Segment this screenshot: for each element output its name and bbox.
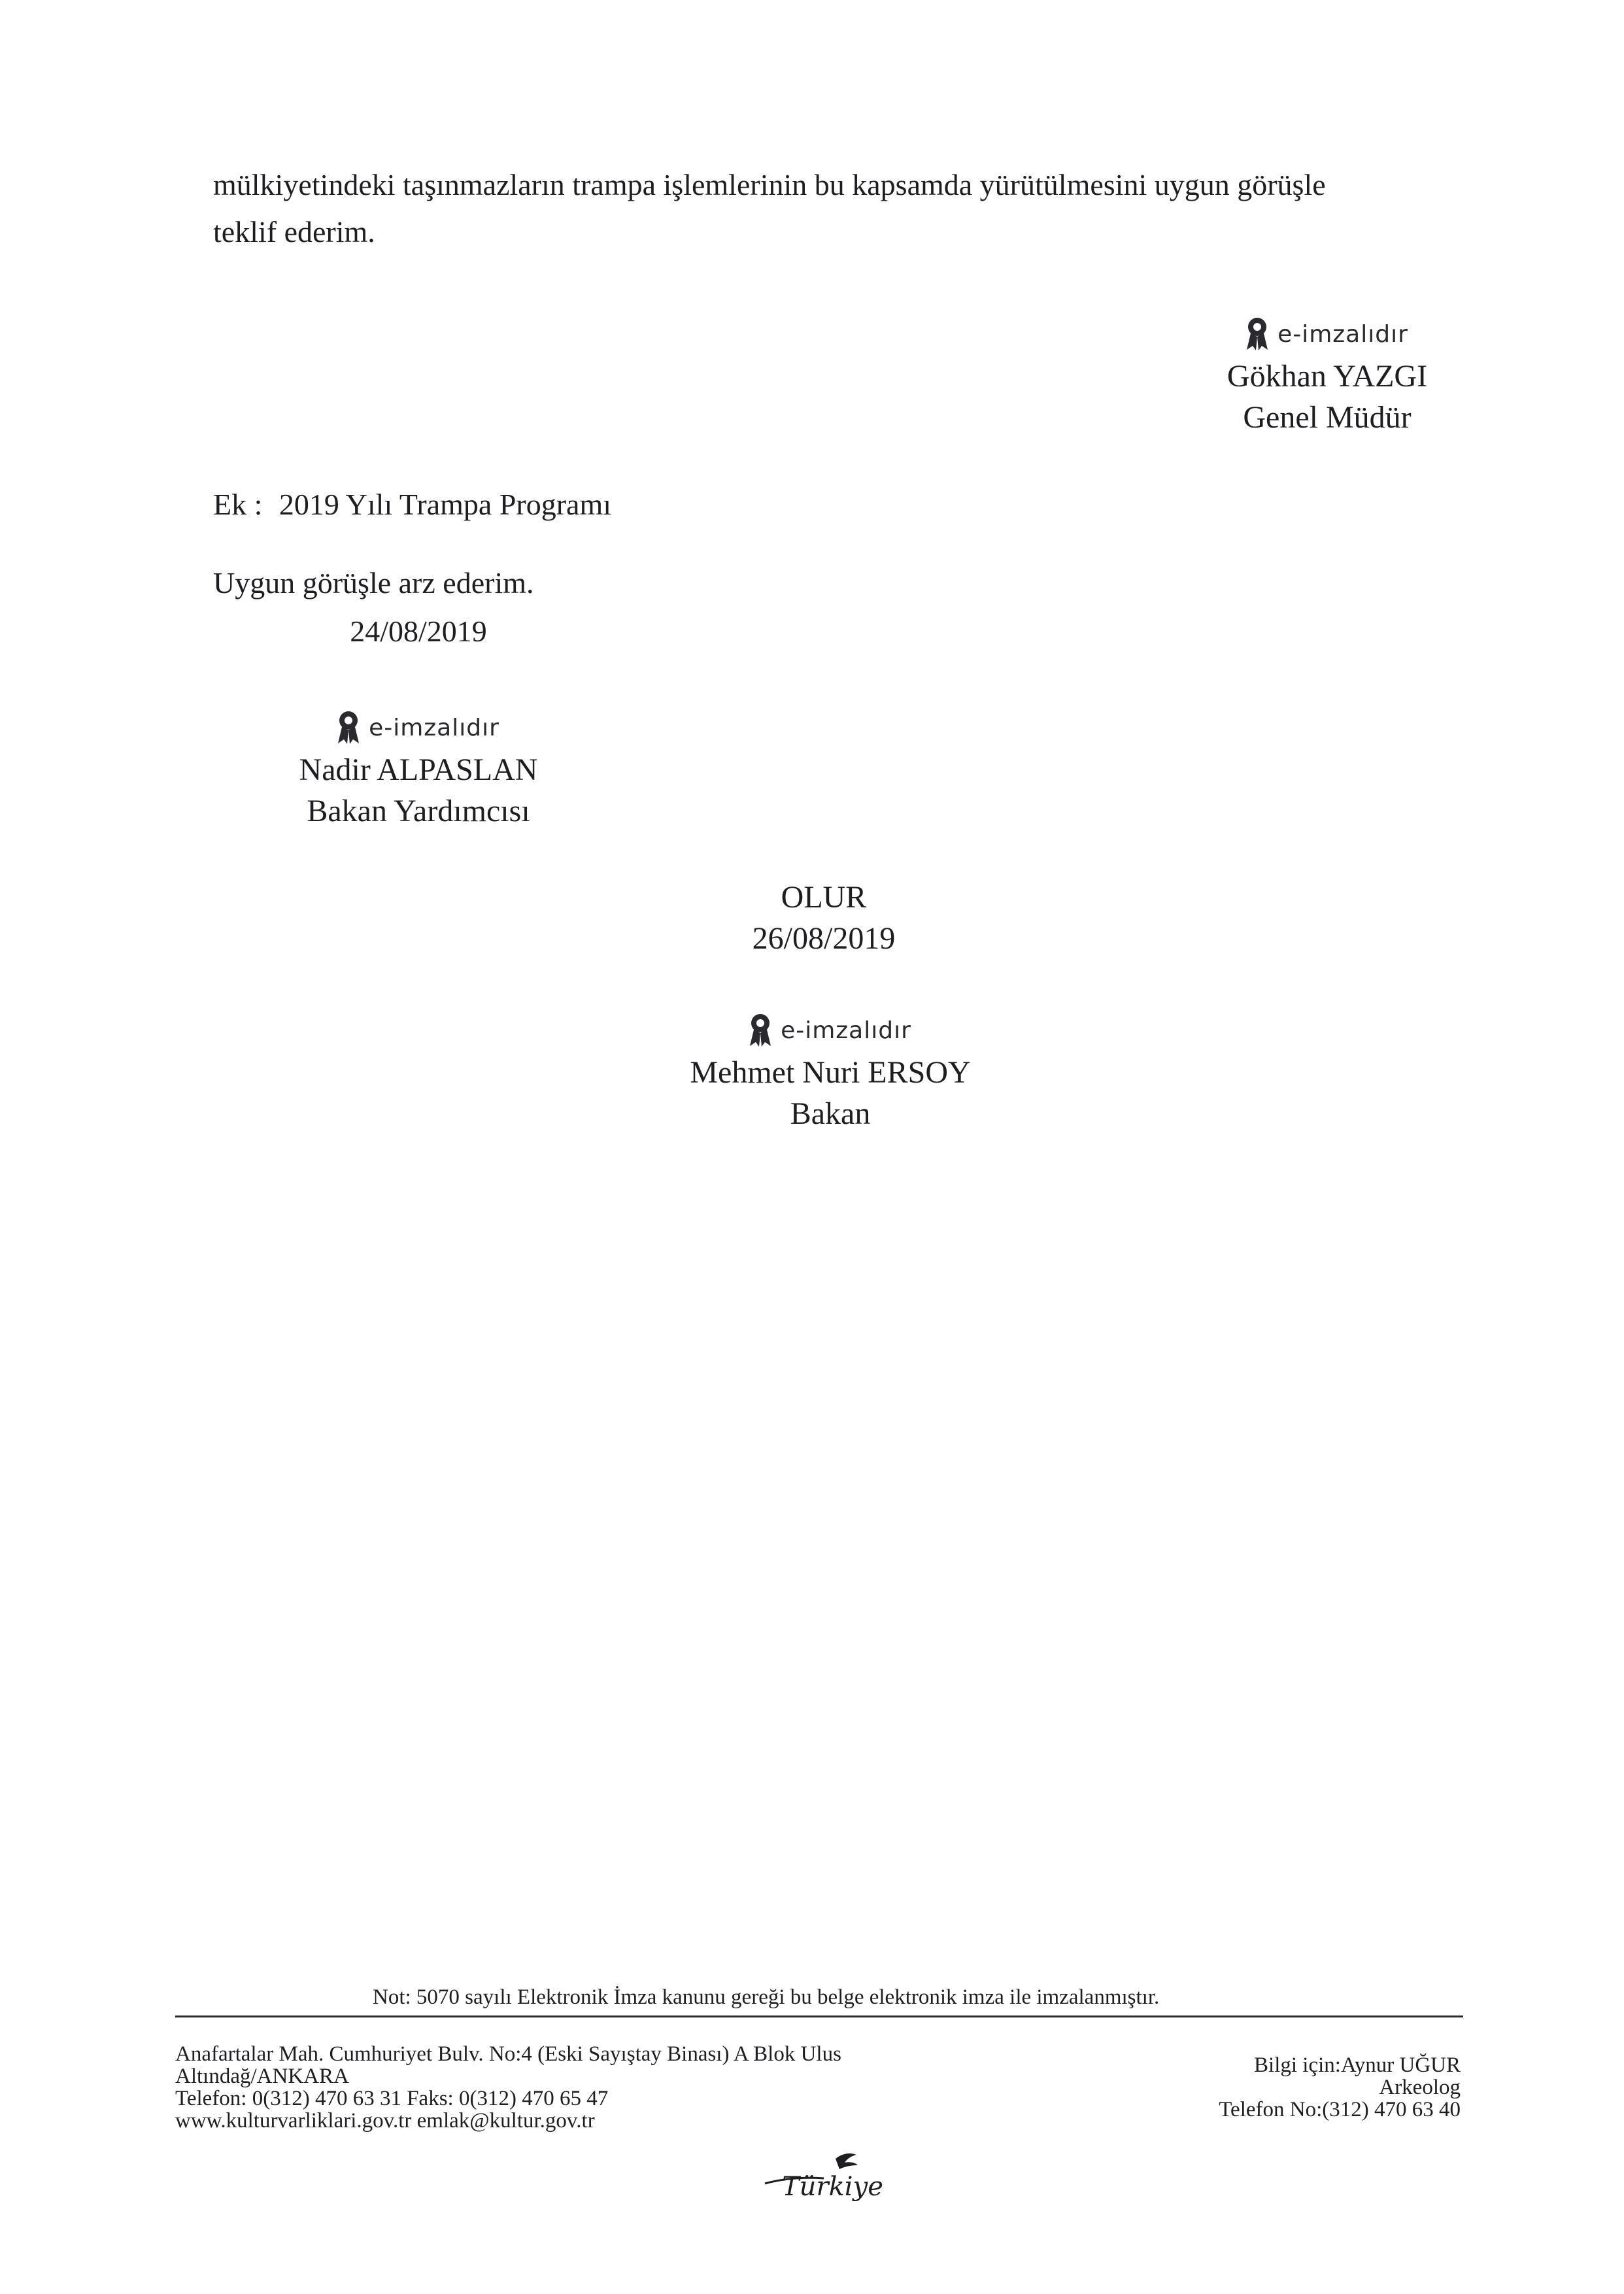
paragraph-line-2: teklif ederim. bbox=[213, 215, 375, 248]
attachment-label: Ek : bbox=[213, 488, 263, 521]
address-line-1: Anafartalar Mah. Cumhuriyet Bulv. No:4 (… bbox=[175, 2042, 841, 2066]
contact-info: Bilgi için:Aynur UĞUR bbox=[1254, 2053, 1461, 2077]
esign-label: e-imzalıdır bbox=[369, 714, 499, 741]
turkiye-logo: Türkiye bbox=[758, 2144, 889, 2210]
signer-title: Genel Müdür bbox=[1243, 400, 1412, 435]
approval-text: OLUR bbox=[781, 880, 867, 915]
phone-fax: Telefon: 0(312) 470 63 31 Faks: 0(312) 4… bbox=[175, 2087, 609, 2110]
signature-deputy-minister: e-imzalıdır Nadir ALPASLAN Bakan Yardımc… bbox=[262, 707, 575, 829]
attachment-value: 2019 Yılı Trampa Programı bbox=[279, 488, 612, 521]
signer-title: Bakan Yardımcısı bbox=[307, 794, 530, 828]
esign-badge: e-imzalıdır bbox=[262, 707, 575, 748]
e-signature-ribbon-icon bbox=[749, 1013, 771, 1047]
electronic-signature-note: Not: 5070 sayılı Elektronik İmza kanunu … bbox=[373, 1985, 1160, 2009]
esign-label: e-imzalıdır bbox=[1277, 320, 1408, 348]
approval-block: OLUR 26/08/2019 bbox=[693, 879, 955, 956]
logo-text: Türkiye bbox=[782, 2172, 883, 2202]
footer-divider bbox=[175, 2016, 1463, 2017]
footer-address: Anafartalar Mah. Cumhuriyet Bulv. No:4 (… bbox=[175, 2043, 841, 2132]
footer-contact: Bilgi için:Aynur UĞUR Arkeolog Telefon N… bbox=[1219, 2054, 1461, 2121]
signer-name: Nadir ALPASLAN bbox=[299, 752, 538, 787]
signature-minister: e-imzalıdır Mehmet Nuri ERSOY Bakan bbox=[660, 1010, 1000, 1132]
e-signature-ribbon-icon bbox=[1246, 317, 1268, 351]
signature-general-director: e-imzalıdır Gökhan YAZGI Genel Müdür bbox=[1190, 314, 1464, 435]
turkiye-bird-icon bbox=[764, 2153, 858, 2185]
approval-request-date: 24/08/2019 bbox=[350, 615, 487, 648]
attachment-line: Ek : 2019 Yılı Trampa Programı bbox=[213, 481, 611, 528]
body-paragraph: mülkiyetindeki taşınmazların trampa işle… bbox=[213, 161, 1468, 256]
contact-phone: Telefon No:(312) 470 63 40 bbox=[1219, 2098, 1461, 2121]
signer-name: Gökhan YAZGI bbox=[1226, 359, 1428, 394]
esign-label: e-imzalıdır bbox=[781, 1017, 911, 1044]
esign-badge: e-imzalıdır bbox=[1190, 314, 1464, 354]
signer-name: Mehmet Nuri ERSOY bbox=[690, 1055, 971, 1090]
paragraph-line-1: mülkiyetindeki taşınmazların trampa işle… bbox=[213, 168, 1326, 201]
address-line-2: Altındağ/ANKARA bbox=[175, 2065, 349, 2088]
esign-badge: e-imzalıdır bbox=[660, 1010, 1000, 1051]
approval-date: 26/08/2019 bbox=[752, 921, 896, 956]
approval-request-text: Uygun görüşle arz ederim. bbox=[213, 566, 534, 599]
signer-title: Bakan bbox=[790, 1096, 871, 1131]
web-email: www.kulturvarliklari.gov.tr emlak@kultur… bbox=[175, 2109, 595, 2133]
e-signature-ribbon-icon bbox=[337, 711, 360, 745]
contact-role: Arkeolog bbox=[1379, 2076, 1461, 2099]
